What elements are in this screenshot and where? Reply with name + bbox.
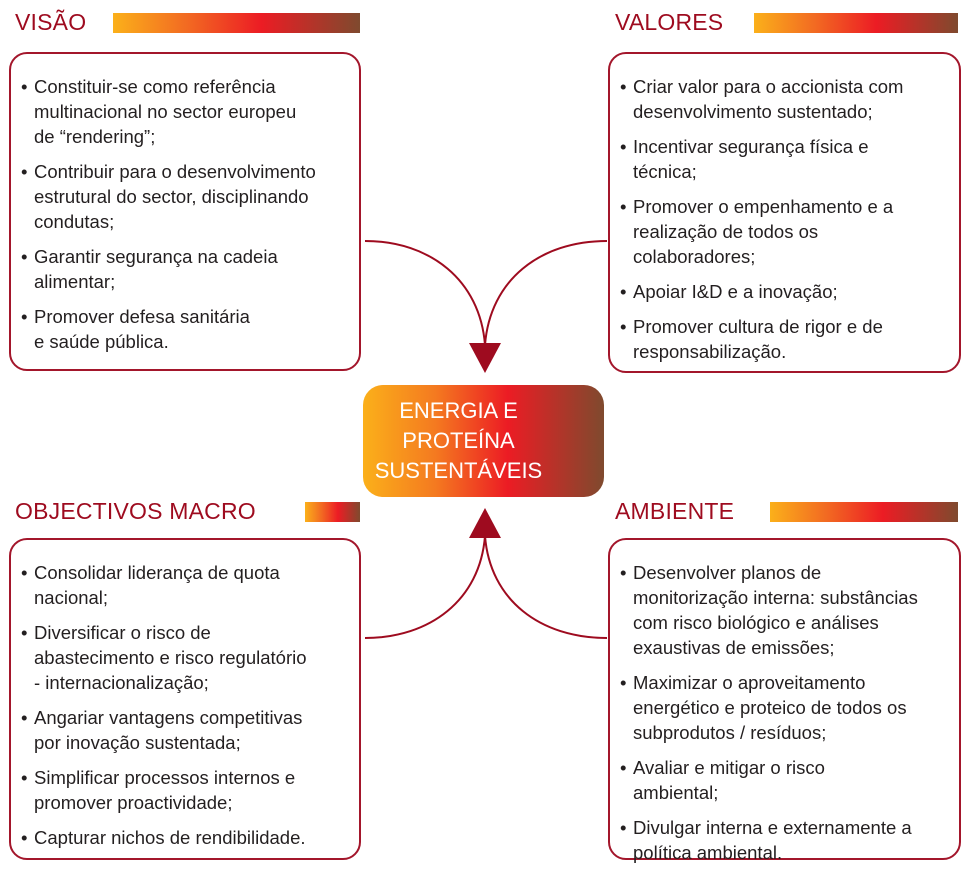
bullet-line: Incentivar segurança física e: [633, 136, 869, 157]
center-line: ENERGIA E: [399, 398, 518, 423]
bullet-line: Divulgar interna e externamente a: [633, 817, 912, 838]
bullet-line: promover proactividade;: [34, 792, 233, 813]
central-goal-box: ENERGIA E PROTEÍNA SUSTENTÁVEIS: [363, 385, 604, 497]
arrow-curve-visao: [364, 240, 486, 346]
bullet-line: desenvolvimento sustentado;: [633, 101, 873, 122]
bullet-line: Angariar vantagens competitivas: [34, 707, 303, 728]
bullet-item: Maximizar o aproveitamento energético e p…: [620, 670, 959, 745]
box-visao: Constituir-se como referência multinacion…: [9, 52, 361, 371]
bullet-line: monitorização interna: substâncias: [633, 587, 918, 608]
bullet-line: Capturar nichos de rendibilidade.: [34, 827, 306, 848]
bullet-line: alimentar;: [34, 271, 116, 292]
bullet-line: colaboradores;: [633, 246, 756, 267]
bullet-line: Contribuir para o desenvolvimento: [34, 161, 316, 182]
bullet-item: Garantir segurança na cadeia alimentar;: [21, 244, 359, 294]
bullet-line: e saúde pública.: [34, 331, 169, 352]
bullet-item: Consolidar liderança de quota nacional;: [21, 560, 359, 610]
gradient-bar-objectivos: [305, 502, 360, 522]
bullet-line: Desenvolver planos de: [633, 562, 822, 583]
heading-valores: VALORES: [615, 9, 724, 35]
bullet-line: Maximizar o aproveitamento: [633, 672, 866, 693]
bullet-item: Angariar vantagens competitivas por inova…: [21, 705, 359, 755]
bullet-line: Avaliar e mitigar o risco: [633, 757, 825, 778]
bullet-item: Diversificar o risco de abastecimento e r…: [21, 620, 359, 695]
bullet-line: condutas;: [34, 211, 115, 232]
box-ambiente: Desenvolver planos de monitorização inter…: [608, 538, 961, 863]
bullet-line: realização de todos os: [633, 221, 819, 242]
bullet-item: Promover defesa sanitária e saúde pública…: [21, 304, 359, 354]
bullet-line: abastecimento e risco regulatório: [34, 647, 307, 668]
gradient-bar-ambiente: [770, 502, 958, 522]
bullet-line: de “rendering”;: [34, 126, 156, 147]
bullet-line: Consolidar liderança de quota: [34, 562, 280, 583]
bullet-item: Contribuir para o desenvolvimento estrutu…: [21, 159, 359, 234]
arrow-curve-objectivos: [364, 535, 486, 639]
bullet-line: subprodutos / resíduos;: [633, 722, 827, 743]
bullet-line: Criar valor para o accionista com: [633, 76, 904, 97]
bullet-line: com risco biológico e análises: [633, 612, 879, 633]
bullet-line: Promover o empenhamento e a: [633, 196, 894, 217]
arrow-head-up-icon: [469, 508, 501, 538]
bullet-item: Simplificar processos internos e promover…: [21, 765, 359, 815]
bullet-line: Diversificar o risco de: [34, 622, 211, 643]
bullet-line: nacional;: [34, 587, 109, 608]
center-line: PROTEÍNA: [402, 428, 515, 453]
box-objectivos-macro: Consolidar liderança de quota nacional; Di…: [9, 538, 361, 860]
arrow-curve-ambiente: [484, 535, 608, 639]
heading-visao: VISÃO: [15, 9, 87, 35]
bullet-line: energético e proteico de todos os: [633, 697, 907, 718]
arrow-head-down-icon: [469, 343, 501, 373]
bullet-line: exaustivas de emissões;: [633, 637, 835, 658]
heading-ambiente: AMBIENTE: [615, 498, 735, 524]
bullet-item: Criar valor para o accionista com desenvo…: [620, 74, 959, 124]
bullet-line: por inovação sustentada;: [34, 732, 241, 753]
bullet-item: Promover cultura de rigor e de responsabi…: [620, 314, 959, 364]
bullet-line: ambiental;: [633, 782, 719, 803]
bullet-line: estrutural do sector, disciplinando: [34, 186, 309, 207]
bullet-line: Garantir segurança na cadeia: [34, 246, 278, 267]
gradient-bar-valores: [754, 13, 958, 33]
bullet-line: - internacionalização;: [34, 672, 209, 693]
gradient-bar-visao: [113, 13, 360, 33]
bullet-line: técnica;: [633, 161, 697, 182]
bullet-line: Simplificar processos internos e: [34, 767, 296, 788]
bullet-line: Constituir-se como referência: [34, 76, 276, 97]
bullet-item: Constituir-se como referência multinacion…: [21, 74, 359, 149]
bullet-item: Desenvolver planos de monitorização inter…: [620, 560, 959, 660]
box-valores: Criar valor para o accionista com desenvo…: [608, 52, 961, 373]
bullet-item: Avaliar e mitigar o risco ambiental;: [620, 755, 959, 805]
bullet-line: responsabilização.: [633, 341, 787, 362]
bullet-line: política ambiental.: [633, 842, 783, 863]
bullet-line: Promover defesa sanitária: [34, 306, 250, 327]
heading-objectivos-macro: OBJECTIVOS MACRO: [15, 498, 256, 524]
bullet-item: Apoiar I&D e a inovação;: [620, 279, 959, 304]
bullet-item: Incentivar segurança física e técnica;: [620, 134, 959, 184]
bullet-line: multinacional no sector europeu: [34, 101, 297, 122]
bullet-line: Promover cultura de rigor e de: [633, 316, 883, 337]
bullet-line: Apoiar I&D e a inovação;: [633, 281, 838, 302]
arrow-curve-valores: [484, 240, 608, 346]
center-line: SUSTENTÁVEIS: [374, 458, 543, 483]
bullet-item: Divulgar interna e externamente a polític…: [620, 815, 959, 865]
bullet-item: Promover o empenhamento e a realização de…: [620, 194, 959, 269]
bullet-item: Capturar nichos de rendibilidade.: [21, 825, 359, 850]
